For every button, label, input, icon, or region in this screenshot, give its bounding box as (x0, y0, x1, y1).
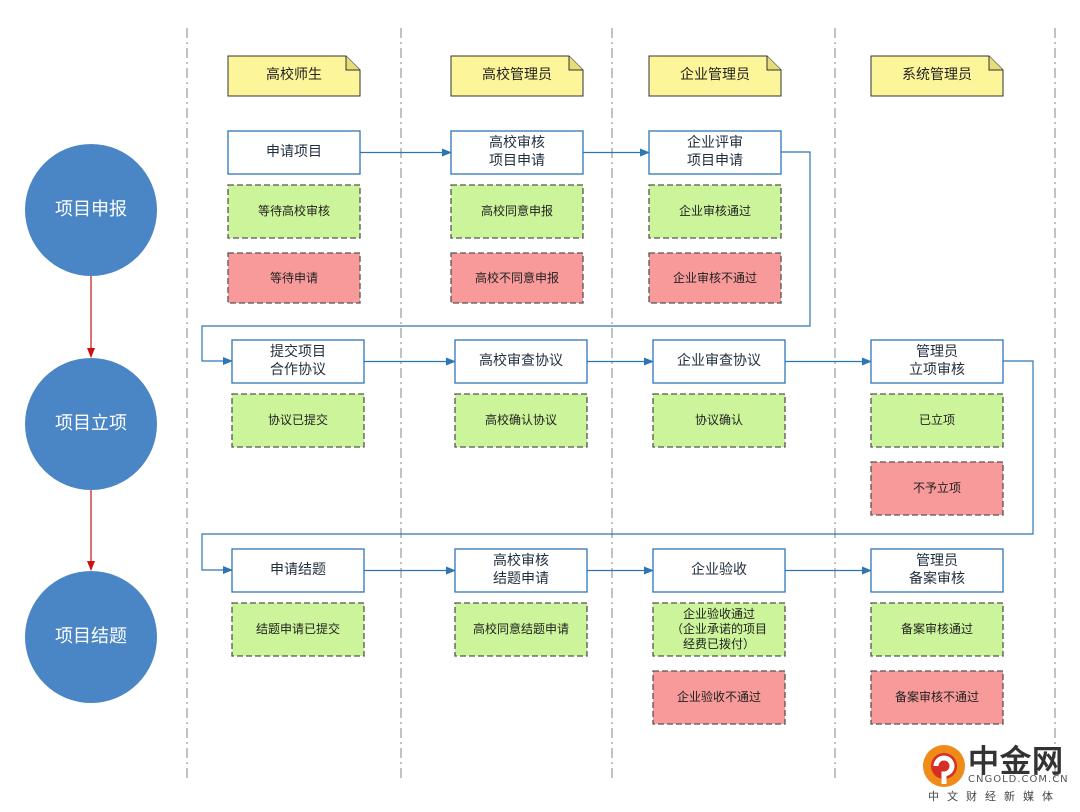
status-label-s12a: 高校同意申报 (480, 204, 553, 218)
status-box-s11b (227, 252, 361, 304)
task-box-t33 (652, 548, 786, 593)
role-header-fold-r4 (988, 56, 1003, 71)
status-label-s12b: 高校不同意申报 (474, 270, 559, 285)
watermark-name: 中金网 (968, 744, 1064, 780)
role-header-fold-r2 (568, 56, 583, 71)
task-label-t24: 管理员 立项审核 (909, 344, 965, 378)
status-label-s33b: 企业验收不通过 (676, 690, 761, 704)
status-box-s34b (870, 670, 1004, 725)
task-box-t31 (231, 548, 365, 593)
watermark-url: CNGOLD.COM.CN (968, 774, 1069, 785)
status-label-s23a: 协议确认 (694, 413, 743, 427)
role-header-r1 (227, 55, 361, 97)
watermark-logo-icon (923, 745, 965, 787)
status-label-s11b: 等待申请 (269, 270, 318, 285)
status-label-s21a: 协议已提交 (267, 413, 328, 427)
status-box-s21a (231, 393, 365, 448)
phase-circle-p1 (25, 144, 157, 276)
status-label-s22a: 高校确认协议 (484, 413, 557, 427)
phase-circle-p3 (25, 571, 157, 703)
task-label-t12: 高校审核 项目申请 (489, 135, 545, 169)
status-label-s13b: 企业审核不通过 (672, 270, 757, 285)
status-box-s31a (231, 602, 365, 657)
task-label-t13: 企业评审 项目申请 (687, 135, 743, 169)
task-box-t13 (648, 130, 782, 175)
task-box-t23 (652, 339, 786, 384)
watermark-tagline: 中文财经新媒体 (928, 790, 1061, 803)
diagram-shapes (25, 55, 1004, 725)
status-label-s24b: 不予立项 (912, 481, 961, 495)
status-label-s34b: 备案审核不通过 (894, 690, 979, 704)
role-header-r2 (450, 55, 584, 97)
task-box-t21 (231, 339, 365, 384)
role-header-fold-r1 (345, 56, 360, 71)
task-label-t31: 申请结题 (270, 561, 326, 578)
lane-dividers (186, 28, 1056, 782)
phase-circle-p2 (25, 358, 157, 490)
task-box-t22 (454, 339, 588, 384)
status-label-s33a: 企业验收通过 （企业承诺的项目 经费已拨付） (670, 607, 767, 651)
phase-label-p1: 项目申报 (55, 198, 127, 220)
status-label-s24a: 已立项 (918, 413, 955, 427)
status-label-s13a: 企业审核通过 (678, 204, 751, 218)
status-label-s11a: 等待高校审核 (257, 204, 330, 218)
status-box-s13a (648, 184, 782, 239)
task-label-t23: 企业审查协议 (677, 352, 761, 369)
status-box-s24b (870, 461, 1004, 516)
task-label-t32: 高校审核 结题申请 (493, 553, 549, 587)
task-box-t24 (870, 339, 1004, 384)
task-box-t34 (870, 548, 1004, 593)
task-label-t21: 提交项目 合作协议 (270, 344, 326, 378)
status-label-s32a: 高校同意结题申请 (472, 622, 569, 636)
task-box-t32 (454, 548, 588, 593)
phase-label-p3: 项目结题 (55, 625, 127, 647)
role-header-r3 (648, 55, 782, 97)
status-box-s24a (870, 393, 1004, 448)
task-label-t33: 企业验收 (691, 561, 747, 578)
task-label-t11: 申请项目 (266, 143, 322, 160)
role-label-r3: 企业管理员 (680, 67, 750, 84)
flow-arrows (87, 148, 1034, 575)
status-box-s34a (870, 602, 1004, 657)
role-label-r2: 高校管理员 (482, 67, 552, 84)
status-box-s11a (227, 184, 361, 239)
task-label-t34: 管理员 备案审核 (909, 553, 965, 587)
task-box-t12 (450, 130, 584, 175)
flow-arrow-t24-t31 (201, 360, 1034, 574)
task-label-t22: 高校审查协议 (479, 352, 563, 369)
status-box-s33a (652, 602, 786, 657)
task-box-t11 (227, 130, 361, 175)
role-label-r1: 高校师生 (266, 67, 322, 84)
status-label-s34a: 备案审核通过 (900, 622, 973, 636)
status-box-s22a (454, 393, 588, 448)
flow-arrow-t13-t21 (201, 151, 811, 365)
role-label-r4: 系统管理员 (902, 67, 972, 84)
status-label-s31a: 结题申请已提交 (255, 622, 340, 636)
role-header-fold-r3 (766, 56, 781, 71)
status-box-s12a (450, 184, 584, 239)
status-box-s33b (652, 670, 786, 725)
role-header-r4 (870, 55, 1004, 97)
status-box-s23a (652, 393, 786, 448)
status-box-s13b (648, 252, 782, 304)
status-box-s32a (454, 602, 588, 657)
phase-label-p2: 项目立项 (55, 412, 127, 434)
status-box-s12b (450, 252, 584, 304)
